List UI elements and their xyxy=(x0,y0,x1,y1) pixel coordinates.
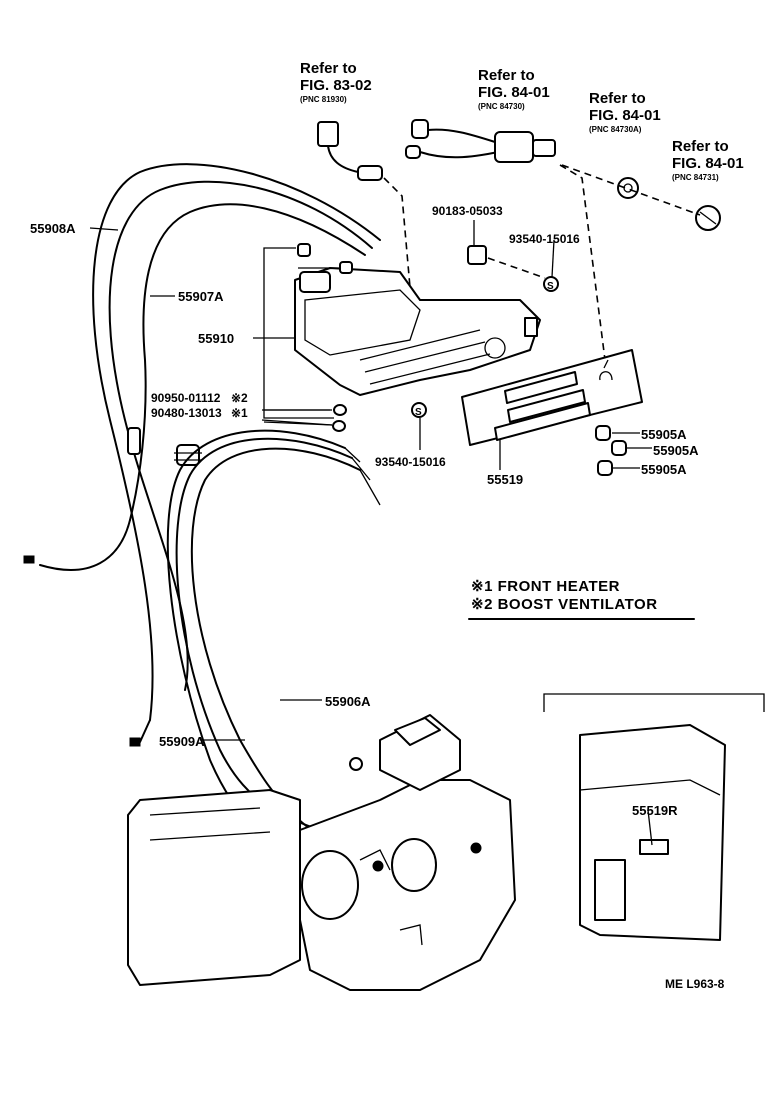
part-90950-01112: 90950-01112 xyxy=(151,391,221,405)
nut-drawings xyxy=(297,243,353,432)
part-55909A: 55909A xyxy=(159,734,205,749)
ref-pnc: (PNC 84730A) xyxy=(589,125,642,134)
ref-pnc: (PNC 84731) xyxy=(672,173,719,182)
ref-fig-84-01-a: Refer to FIG. 84-01 (PNC 84730) xyxy=(478,67,550,111)
ref-line2: FIG. 84-01 xyxy=(589,107,661,124)
ref-line2: FIG. 83-02 xyxy=(300,77,372,94)
part-55907A: 55907A xyxy=(178,289,224,304)
ref-pnc: (PNC 81930) xyxy=(300,95,347,104)
legend-front-heater: ※1 FRONT HEATER xyxy=(471,578,620,595)
knob-84730A-drawing xyxy=(617,177,639,199)
ref-line2: FIG. 84-01 xyxy=(672,155,744,172)
part-55910: 55910 xyxy=(198,331,234,346)
part-55519R: 55519R xyxy=(632,803,678,818)
part-90183-05033: 90183-05033 xyxy=(432,204,503,218)
clip-90183 xyxy=(467,245,546,279)
ref-fig-84-01-c: Refer to FIG. 84-01 (PNC 84731) xyxy=(672,138,744,182)
heater-unit-drawing xyxy=(127,714,516,991)
mark-2: ※2 xyxy=(231,391,248,405)
part-55906A: 55906A xyxy=(325,694,371,709)
ref-line1: Refer to xyxy=(478,67,535,84)
part-93540-15016-bottom: 93540-15016 xyxy=(375,455,446,469)
panel-55519-drawing xyxy=(461,349,643,446)
svg-text:S: S xyxy=(415,407,422,418)
ref-line1: Refer to xyxy=(589,90,646,107)
screw-93540-bottom: S xyxy=(411,402,427,418)
screw-93540-top: S xyxy=(543,276,559,292)
svg-text:S: S xyxy=(547,281,554,292)
bracket-lines xyxy=(263,247,340,419)
part-55905A-1: 55905A xyxy=(641,427,687,442)
leader-lines xyxy=(89,220,653,846)
mark-1: ※1 xyxy=(231,406,248,420)
ref-fig-83-02: Refer to FIG. 83-02 (PNC 81930) xyxy=(300,60,372,104)
switch-harness-drawing xyxy=(405,119,606,361)
part-55905A-3: 55905A xyxy=(641,462,687,477)
part-55905A-2: 55905A xyxy=(653,443,699,458)
cables-upper xyxy=(23,163,381,747)
grommet-drawing xyxy=(174,444,202,466)
knob-84731-drawing xyxy=(695,205,721,231)
ref-pnc: (PNC 84730) xyxy=(478,102,525,111)
inset-drawing xyxy=(543,693,765,941)
sensor-connector-drawing xyxy=(317,121,413,311)
ref-line1: Refer to xyxy=(300,60,357,77)
part-93540-15016-top: 93540-15016 xyxy=(509,232,580,246)
knob-guide-line xyxy=(561,164,701,216)
part-55908A: 55908A xyxy=(30,221,76,236)
legend: ※1 FRONT HEATER ※2 BOOST VENTILATOR xyxy=(468,578,695,620)
ref-line1: Refer to xyxy=(672,138,729,155)
ref-fig-84-01-b: Refer to FIG. 84-01 (PNC 84730A) xyxy=(589,90,661,134)
ref-line2: FIG. 84-01 xyxy=(478,84,550,101)
legend-boost-ventilator: ※2 BOOST VENTILATOR xyxy=(471,596,658,613)
control-assembly-drawing xyxy=(294,267,541,396)
part-90480-13013: 90480-13013 xyxy=(151,406,222,420)
part-55519: 55519 xyxy=(487,472,523,487)
knob-55905A-drawings xyxy=(595,425,627,476)
illustration-code: ME L963-8 xyxy=(665,977,725,991)
